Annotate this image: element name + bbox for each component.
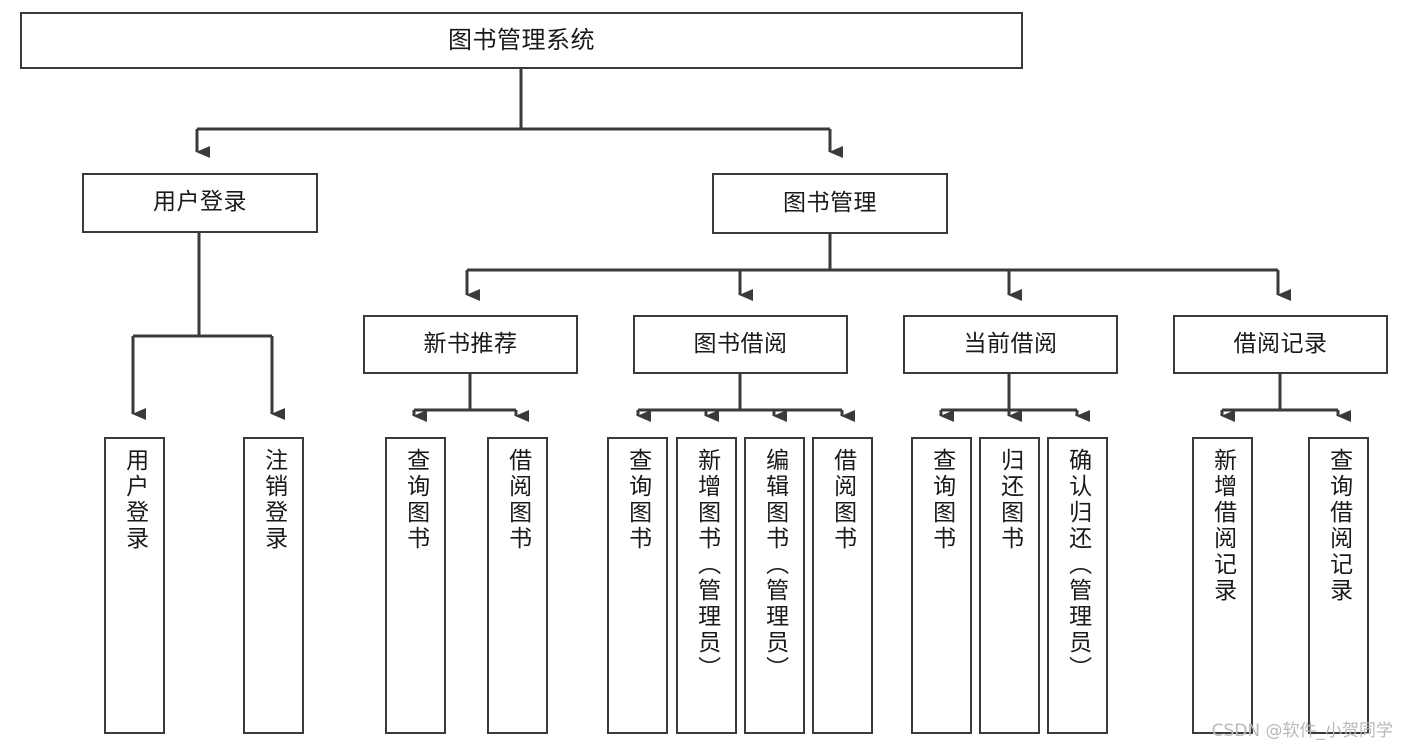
- node-label: 查询图书: [624, 448, 651, 552]
- node-label: 确认归还（管理员）: [1064, 448, 1091, 682]
- node-book-borrow[interactable]: 图书借阅: [633, 315, 848, 374]
- node-label: 注销登录: [260, 448, 287, 552]
- node-label: 当前借阅: [963, 330, 1058, 357]
- leaf-borrow-book[interactable]: 借阅图书: [812, 437, 873, 734]
- node-user-login[interactable]: 用户登录: [82, 173, 318, 233]
- node-label: 编辑图书（管理员）: [761, 448, 788, 682]
- node-label: 查询图书: [928, 448, 955, 552]
- node-label: 归还图书: [996, 448, 1023, 552]
- node-label: 用户登录: [153, 189, 247, 216]
- leaf-confirm-return-admin[interactable]: 确认归还（管理员）: [1047, 437, 1108, 734]
- node-label: 借阅记录: [1233, 330, 1328, 357]
- node-label: 借阅图书: [504, 448, 531, 552]
- node-current-borrow[interactable]: 当前借阅: [903, 315, 1118, 374]
- node-label: 查询图书: [402, 448, 429, 552]
- leaf-query-book-current[interactable]: 查询图书: [911, 437, 972, 734]
- leaf-query-book-borrow[interactable]: 查询图书: [607, 437, 668, 734]
- leaf-borrow-book-recommend[interactable]: 借阅图书: [487, 437, 548, 734]
- leaf-user-login[interactable]: 用户登录: [104, 437, 165, 734]
- node-label: 图书管理: [783, 189, 877, 216]
- node-label: 新增图书（管理员）: [693, 448, 720, 682]
- node-label: 借阅图书: [829, 448, 856, 552]
- leaf-add-borrow-record[interactable]: 新增借阅记录: [1192, 437, 1253, 734]
- node-label: 新书推荐: [423, 330, 518, 357]
- watermark: CSDN @软件_小贺同学: [1211, 721, 1393, 741]
- node-book-management[interactable]: 图书管理: [712, 173, 948, 234]
- leaf-user-logout[interactable]: 注销登录: [243, 437, 304, 734]
- leaf-add-book-admin[interactable]: 新增图书（管理员）: [676, 437, 737, 734]
- leaf-edit-book-admin[interactable]: 编辑图书（管理员）: [744, 437, 805, 734]
- leaf-query-book-recommend[interactable]: 查询图书: [385, 437, 446, 734]
- node-root-system[interactable]: 图书管理系统: [20, 12, 1023, 69]
- leaf-return-book[interactable]: 归还图书: [979, 437, 1040, 734]
- leaf-query-borrow-record[interactable]: 查询借阅记录: [1308, 437, 1369, 734]
- node-new-book-recommend[interactable]: 新书推荐: [363, 315, 578, 374]
- node-label: 新增借阅记录: [1209, 448, 1236, 604]
- node-borrow-records[interactable]: 借阅记录: [1173, 315, 1388, 374]
- node-label: 图书借阅: [693, 330, 788, 357]
- node-label: 用户登录: [121, 448, 148, 552]
- node-label: 图书管理系统: [448, 26, 595, 55]
- node-label: 查询借阅记录: [1325, 448, 1352, 604]
